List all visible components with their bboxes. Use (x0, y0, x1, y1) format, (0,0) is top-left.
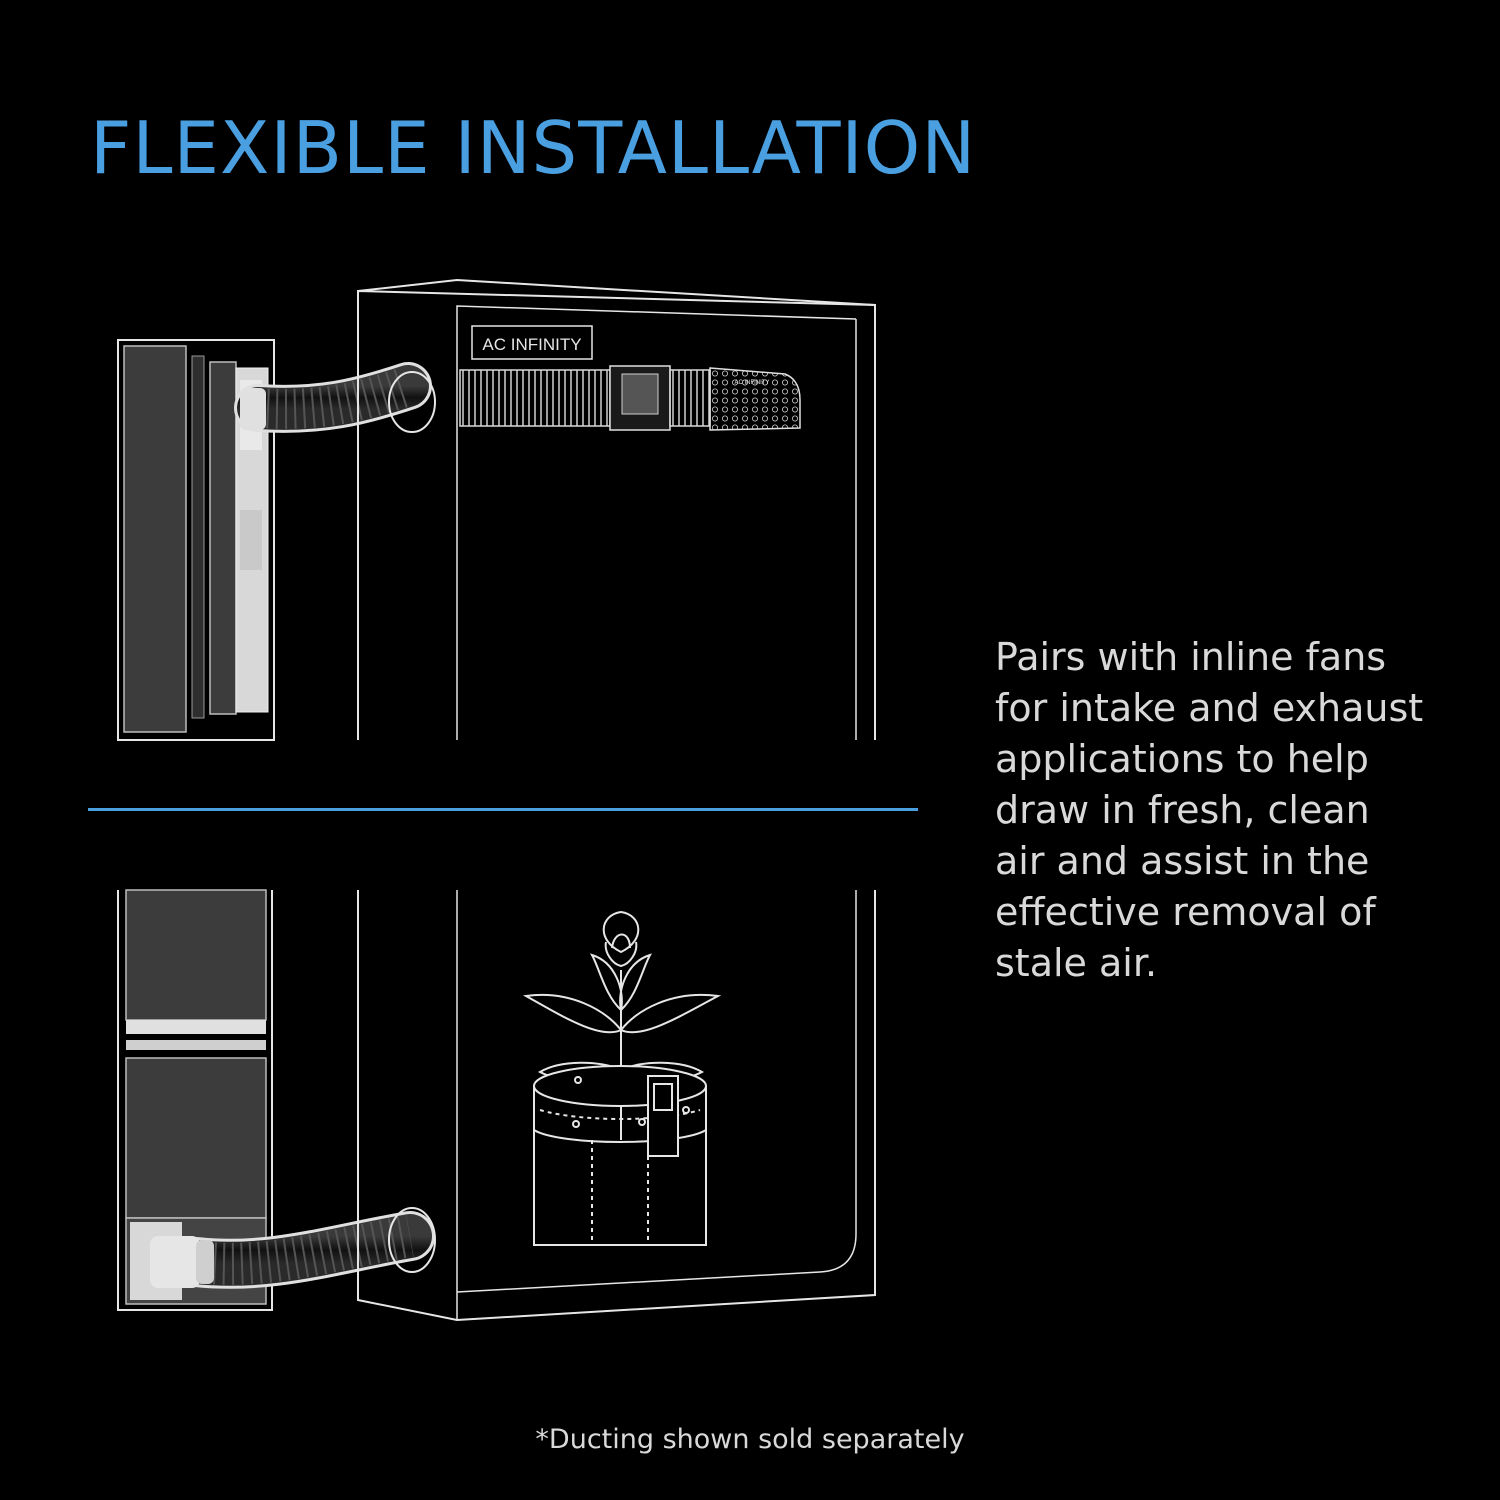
description-line: stale air. (995, 941, 1158, 985)
description-line: for intake and exhaust (995, 686, 1424, 730)
footnote: *Ducting shown sold separately (535, 1424, 965, 1455)
plant-icon (522, 910, 722, 1140)
grow-bag-icon (533, 1065, 707, 1246)
description-line: air and assist in the (995, 839, 1370, 883)
description-line: draw in fresh, clean (995, 788, 1370, 832)
section-divider (88, 808, 918, 811)
page-title: FLEXIBLE INSTALLATION (90, 106, 977, 190)
brand-tag: AC INFINITY (482, 335, 581, 354)
description-text: Pairs with inline fans for intake and ex… (995, 632, 1465, 989)
bottom-grow-tent-icon (357, 890, 876, 1322)
fan-tag: AC INFINITY (734, 380, 769, 386)
description-line: effective removal of (995, 890, 1376, 934)
top-window-icon (117, 339, 275, 741)
bottom-duct-icon (150, 1211, 435, 1289)
inline-fan-icon: AC INFINITY (459, 365, 801, 431)
top-duct-icon (234, 362, 432, 433)
description-line: applications to help (995, 737, 1369, 781)
top-grow-tent-icon: AC INFINITY (357, 278, 876, 740)
description-line: Pairs with inline fans (995, 635, 1387, 679)
